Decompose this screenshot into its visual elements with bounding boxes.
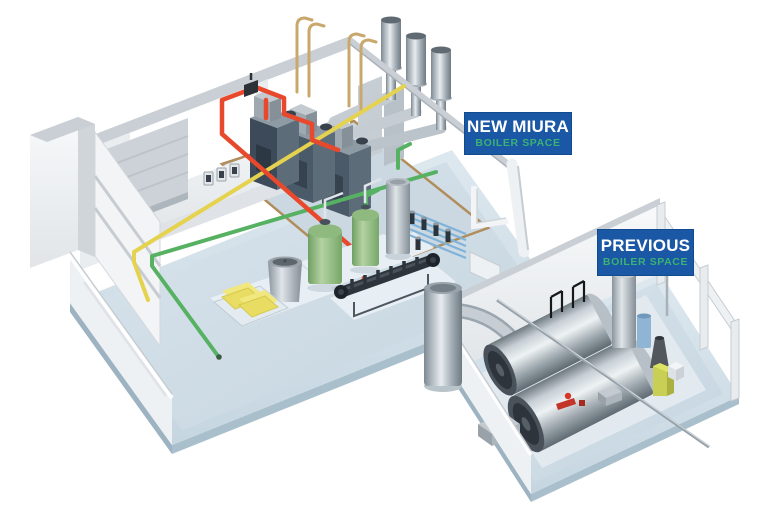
chemical-pumps bbox=[409, 210, 451, 250]
previous-label: PREVIOUS BOILER SPACE bbox=[597, 229, 694, 276]
steam-valve bbox=[244, 73, 258, 97]
softener-tank-2 bbox=[350, 177, 382, 274]
salt-pallet bbox=[213, 282, 289, 327]
wall-cap-beam bbox=[80, 36, 350, 152]
new-miura-label: NEW MIURA BOILER SPACE bbox=[464, 112, 572, 155]
steam-piping-red bbox=[219, 73, 367, 287]
new-miura-title: NEW MIURA bbox=[467, 117, 569, 137]
brine-tank bbox=[268, 256, 302, 302]
small-room-parapet bbox=[450, 327, 533, 494]
new-miura-subtitle: BOILER SPACE bbox=[475, 137, 561, 150]
gas-piping-tan bbox=[295, 16, 378, 112]
steam-header bbox=[334, 253, 440, 318]
new-boiler-room bbox=[30, 16, 554, 454]
previous-subtitle: BOILER SPACE bbox=[602, 256, 689, 269]
water-softener-tanks bbox=[307, 177, 382, 292]
fuel-piping-yellow bbox=[132, 84, 406, 302]
firetube-boiler-back bbox=[483, 293, 617, 396]
deaerator-tank bbox=[385, 178, 411, 260]
softener-tank-1 bbox=[307, 191, 344, 292]
electrical-panels bbox=[203, 163, 240, 186]
boiler-railings bbox=[549, 280, 586, 318]
front-parapet bbox=[68, 251, 174, 445]
chemical-feed-system bbox=[401, 206, 467, 260]
blue-column bbox=[637, 313, 651, 348]
control-box bbox=[668, 362, 684, 381]
cone-tank bbox=[650, 336, 669, 368]
stack-2 bbox=[405, 32, 427, 116]
previous-boiler-room bbox=[424, 198, 740, 502]
large-exhaust-stack bbox=[424, 282, 462, 392]
firetube-boiler-front bbox=[507, 337, 659, 453]
previous-title: PREVIOUS bbox=[600, 236, 691, 256]
overhead-pipe bbox=[496, 298, 710, 449]
red-valve-assembly bbox=[556, 392, 585, 410]
